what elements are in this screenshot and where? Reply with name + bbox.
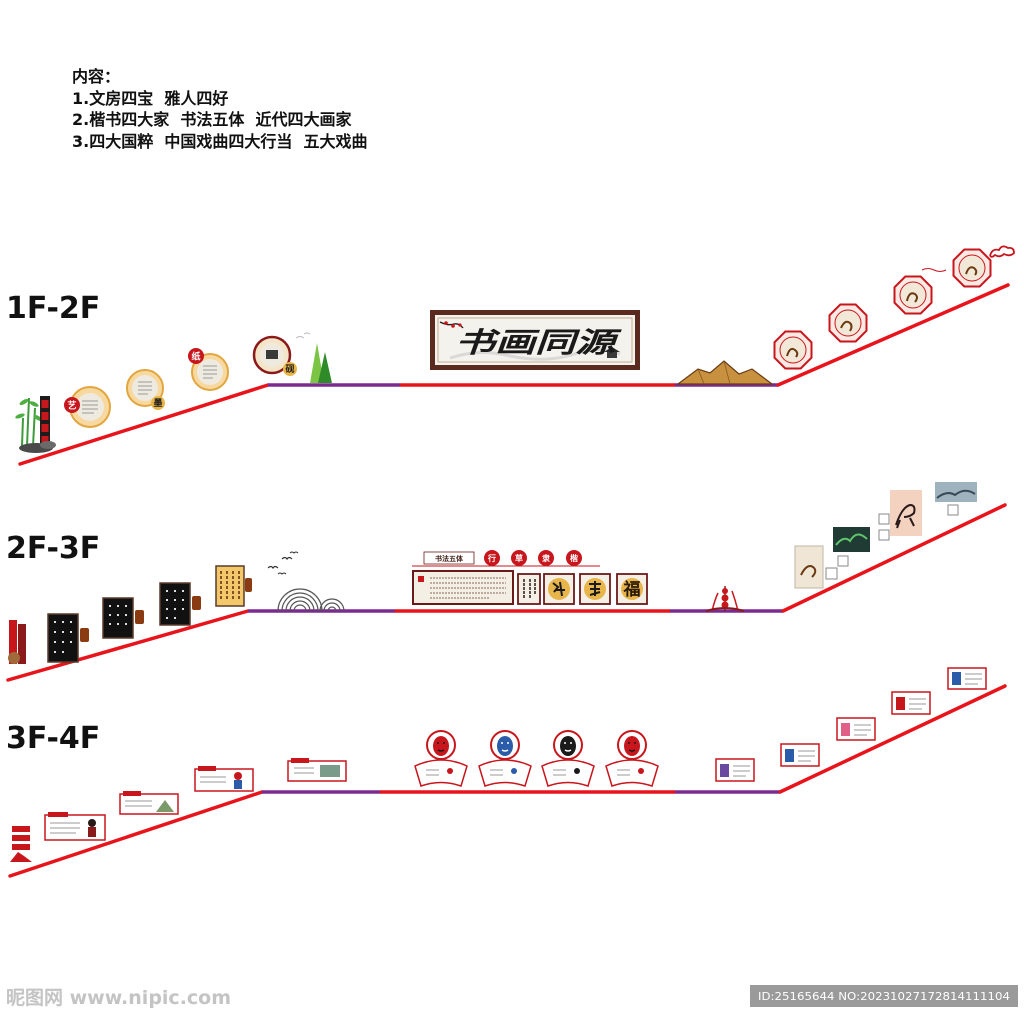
red-vertical-banner: [8, 620, 26, 664]
rubbing-board-1: [47, 613, 89, 663]
qr-code-icon: [837, 555, 849, 567]
style-tag-label: 书法五体: [435, 554, 464, 563]
opera-mask-1: [414, 730, 468, 787]
badge-yi: 艺: [64, 397, 80, 413]
stair-line-upper: [778, 684, 1007, 794]
opera-card-right-3: [836, 717, 876, 741]
calligraphy-panel-2: [543, 573, 575, 605]
floor-label-3f-4f: 3F-4F: [6, 721, 100, 756]
cloud-icon: [921, 245, 1015, 272]
qr-code-icon: [947, 504, 959, 516]
style-circle-4: 楷: [566, 550, 582, 566]
stair-line-upper: [776, 283, 1010, 387]
painting-3: [878, 490, 922, 541]
stair-line-lower: [6, 609, 250, 682]
painting-4: [935, 482, 977, 516]
floor-label-2f-3f: 2F-3F: [6, 531, 100, 566]
opera-card-right-5: [947, 667, 987, 690]
qr-code-icon: [825, 567, 838, 580]
stair-line-lower: [8, 790, 264, 878]
fan-panel: [414, 759, 468, 787]
opera-mask-2: [478, 730, 532, 787]
calligraphy-scroll-frame: [412, 570, 514, 605]
calligraphy-banner: 书画同源: [430, 310, 640, 370]
vertical-scroll: [40, 396, 50, 446]
banner-title: 书画同源: [455, 326, 622, 359]
opera-mask-4: [605, 730, 659, 787]
style-circle-1: 行: [484, 550, 500, 566]
content-line-1: 1.文房四宝 雅人四好: [72, 89, 228, 108]
bamboo-icon: [15, 397, 43, 447]
opera-card-right-1: [715, 758, 755, 782]
mountain-icon: [10, 852, 32, 862]
badge-yi-label: 艺: [67, 400, 76, 412]
stair-line-upper: [781, 503, 1007, 613]
rubbing-board-3: [159, 582, 201, 626]
opera-card-4: [287, 758, 347, 782]
stair-section-1f-2f: [18, 283, 1010, 466]
badge-yan-label: 砚: [285, 364, 294, 375]
badge-mo: 墨: [151, 396, 165, 410]
calligraphy-panel-3: [579, 573, 611, 605]
concentric-arcs-ornament: [277, 588, 345, 612]
stair-section-3f-4f: [8, 684, 1007, 878]
badge-yan: 砚: [283, 362, 297, 376]
floor-label-1f-2f: 1F-2F: [6, 291, 100, 326]
opera-card-3: [194, 766, 254, 792]
treasure-frame-1: [69, 386, 111, 428]
content-line-2: 2.楷书四大家 书法五体 近代四大画家: [72, 110, 352, 129]
fan-panel: [541, 759, 595, 787]
painting-1: [794, 545, 838, 589]
badge-zhi-label: 纸: [191, 351, 200, 363]
treasure-frame-4: [252, 335, 292, 375]
vase-ornament: [705, 586, 745, 612]
watermark-id-badge: ID:25165644 NO:20231027172814111104: [750, 985, 1018, 1007]
watermark-id: ID:25165644 NO:20231027172814111104: [758, 990, 1010, 1003]
plaque-fu-text: 福: [623, 579, 641, 600]
octagon-frame-1: [773, 330, 813, 370]
style-circle-2-label: 草: [515, 553, 523, 563]
fan-panel: [478, 759, 532, 787]
stair-section-2f-3f: [6, 503, 1007, 682]
fan-panel: [605, 759, 659, 787]
opera-card-2: [119, 791, 179, 815]
qr-code-icon: [878, 529, 890, 541]
stair-line-lower: [18, 383, 270, 466]
qr-code-icon: [878, 513, 890, 525]
calligraphy-panel-vertical: [517, 573, 541, 605]
bird-icon: [267, 551, 299, 575]
watermark-site: 昵图网 www.nipic.com: [6, 987, 231, 1009]
treasure-frame-2: [126, 369, 164, 407]
calligraphy-panel-fu: 福: [616, 573, 648, 605]
badge-mo-label: 墨: [153, 398, 162, 409]
tree-icon: [295, 332, 332, 383]
style-circle-1-label: 行: [487, 553, 496, 563]
opera-card-right-4: [891, 691, 931, 715]
octagon-frame-3: [893, 275, 933, 315]
treasure-frame-3: [191, 353, 229, 391]
red-title-stack: [10, 826, 32, 862]
painting-2: [833, 527, 870, 567]
style-circle-3-label: 隶: [542, 553, 550, 563]
octagon-frame-4: [952, 248, 992, 288]
content-list: 内容： 1.文房四宝 雅人四好 2.楷书四大家 书法五体 近代四大画家 3.四大…: [72, 67, 368, 151]
opera-card-1: [44, 812, 106, 841]
style-circle-2: 草: [511, 550, 527, 566]
content-heading: 内容：: [72, 67, 120, 86]
style-circle-3: 隶: [538, 550, 554, 566]
opera-card-right-2: [780, 743, 820, 767]
content-line-3: 3.四大国粹 中国戏曲四大行当 五大戏曲: [72, 132, 368, 151]
rock-icon: [19, 441, 56, 453]
octagon-frame-2: [828, 303, 868, 343]
rubbing-board-2: [102, 597, 144, 639]
calligraphy-styles-header: 书法五体 行 草 隶 楷: [412, 550, 600, 567]
mountain-icon: [676, 360, 774, 385]
style-circle-4-label: 楷: [570, 553, 578, 563]
pavilion-icon: [604, 347, 620, 358]
badge-zhi: 纸: [188, 348, 204, 364]
opera-mask-3: [541, 730, 595, 787]
plum-blossom-icon: [439, 321, 464, 329]
calligraphy-board-4: [215, 565, 252, 607]
